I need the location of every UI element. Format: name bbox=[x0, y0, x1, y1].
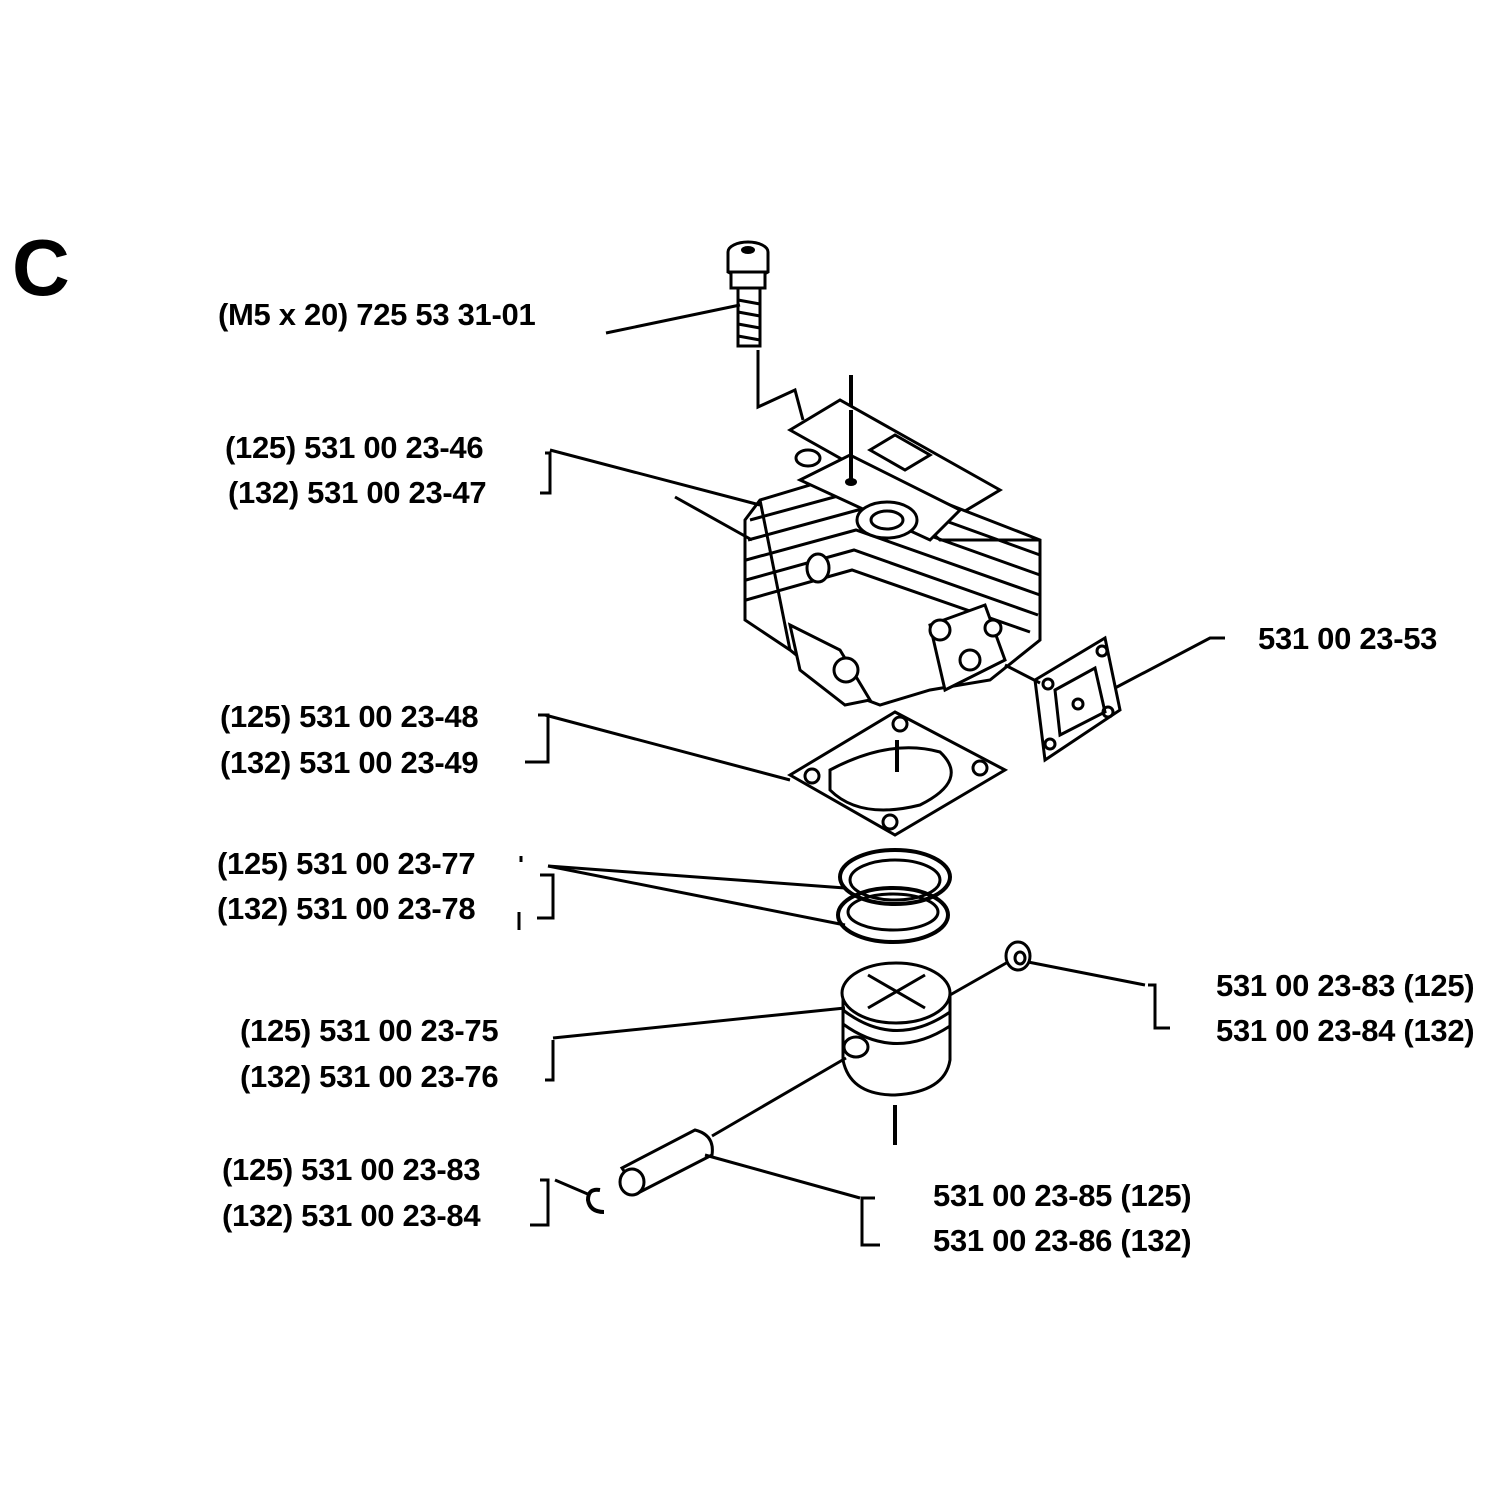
circlip-left-bracket bbox=[530, 1178, 550, 1227]
circlip-right-bracket bbox=[1148, 983, 1170, 1030]
label-circlip-left-132: (132) 531 00 23-84 bbox=[222, 1198, 481, 1233]
ring-leader-2 bbox=[547, 864, 846, 927]
screw-guide-line bbox=[756, 350, 805, 421]
pin-guide bbox=[711, 1056, 847, 1138]
label-piston-ring-125: (125) 531 00 23-77 bbox=[217, 846, 476, 881]
circlip-right-guide bbox=[949, 960, 1009, 997]
label-piston-pin-132: 531 00 23-86 (132) bbox=[933, 1223, 1192, 1258]
circlip-left-part bbox=[585, 1187, 605, 1214]
ring-leader-1 bbox=[547, 864, 846, 890]
base-gasket-bracket bbox=[525, 713, 550, 764]
label-piston-132: (132) 531 00 23-76 bbox=[240, 1059, 499, 1094]
label-base-gasket-125: (125) 531 00 23-48 bbox=[220, 699, 479, 734]
exhaust-gasket-part bbox=[1033, 635, 1122, 763]
base-gasket-part bbox=[787, 710, 1009, 837]
circlip-right-part bbox=[1004, 940, 1032, 972]
base-gasket-leader bbox=[544, 713, 791, 782]
cylinder-leader-1 bbox=[549, 448, 761, 507]
label-exhaust-gasket: 531 00 23-53 bbox=[1258, 621, 1438, 656]
piston-bracket bbox=[545, 1040, 555, 1082]
label-circlip-right-132: 531 00 23-84 (132) bbox=[1216, 1013, 1475, 1048]
piston-leader bbox=[552, 1006, 846, 1040]
ring-bracket bbox=[537, 873, 555, 920]
label-piston-pin-125: 531 00 23-85 (125) bbox=[933, 1178, 1192, 1213]
exhaust-guide bbox=[1004, 663, 1041, 685]
label-cylinder-125: (125) 531 00 23-46 bbox=[225, 430, 484, 465]
piston-pin-part bbox=[618, 1128, 714, 1197]
label-base-gasket-132: (132) 531 00 23-49 bbox=[220, 745, 479, 780]
label-screw: (M5 x 20) 725 53 31-01 bbox=[218, 297, 536, 332]
label-circlip-right-125: 531 00 23-83 (125) bbox=[1216, 968, 1475, 1003]
exhaust-gasket-leader bbox=[1114, 636, 1225, 690]
piston-part bbox=[840, 961, 952, 1145]
circlip-right-leader bbox=[1027, 960, 1146, 987]
piston-pin-bracket bbox=[860, 1196, 880, 1247]
screw-part bbox=[726, 240, 770, 348]
label-piston-125: (125) 531 00 23-75 bbox=[240, 1013, 499, 1048]
cylinder-part bbox=[743, 398, 1042, 707]
screw-leader bbox=[605, 303, 741, 335]
label-piston-ring-132: (132) 531 00 23-78 bbox=[217, 891, 476, 926]
cylinder-bracket bbox=[540, 451, 552, 495]
section-letter: C bbox=[12, 223, 70, 312]
piston-pin-leader bbox=[704, 1153, 861, 1200]
cylinder-leader-2 bbox=[674, 495, 753, 542]
label-cylinder-132: (132) 531 00 23-47 bbox=[228, 475, 487, 510]
circlip-left-leader bbox=[554, 1178, 591, 1197]
label-circlip-left-125: (125) 531 00 23-83 bbox=[222, 1152, 481, 1187]
piston-rings-part bbox=[836, 848, 952, 944]
